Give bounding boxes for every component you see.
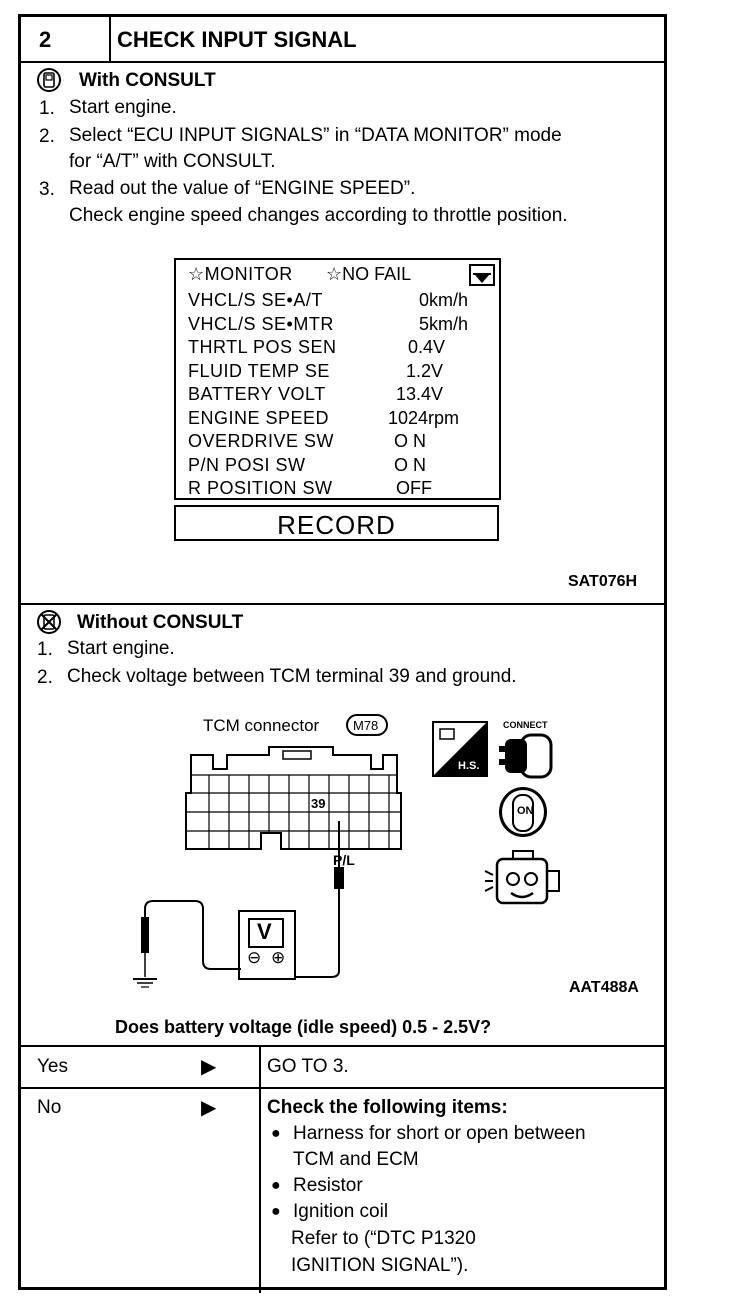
monitor-row-label: THRTL POS SEN [188, 337, 337, 357]
header-divider [109, 17, 111, 61]
monitor-row-value: 1024rpm [388, 408, 460, 428]
monitor-header-left: ☆MONITOR [188, 264, 293, 284]
bullet-icon: ● [271, 1177, 281, 1194]
step-text: Start engine. [69, 97, 177, 118]
with-consult-heading: With CONSULT [79, 70, 216, 91]
connector-code: M78 [353, 718, 379, 733]
step-number-2: 2. [39, 126, 55, 147]
wire-color-label: P/L [333, 852, 355, 868]
step-text: Read out the value of “ENGINE SPEED”. [69, 178, 416, 199]
meter-plus-terminal: ⊕ [271, 948, 286, 967]
action-heading: Check the following items: [267, 1097, 508, 1118]
check-item: Harness for short or open between [293, 1123, 586, 1144]
monitor-row-value: O N [394, 455, 427, 475]
header-separator [21, 61, 664, 63]
check-item: TCM and ECM [293, 1149, 419, 1170]
meter-minus-terminal: ⊖ [247, 948, 262, 967]
monitor-row-value: 5km/h [419, 314, 469, 334]
monitor-row-value: OFF [396, 478, 432, 498]
question-separator [21, 1045, 664, 1047]
step-number-2: 2. [37, 667, 53, 688]
hs-label: H.S. [458, 760, 480, 772]
step-text: for “A/T” with CONSULT. [69, 151, 276, 172]
monitor-row-value: 1.2V [406, 361, 444, 381]
monitor-row-label: BATTERY VOLT [188, 384, 326, 404]
step-text: Check engine speed changes according to … [69, 205, 568, 226]
section-separator [21, 603, 664, 605]
consult-icon [37, 68, 61, 92]
record-button[interactable]: RECORD [174, 505, 499, 541]
voltmeter-symbol: V [257, 919, 272, 944]
monitor-row-label: FLUID TEMP SE [188, 361, 330, 381]
check-item: Ignition coil [293, 1201, 389, 1222]
figure-code: SAT076H [568, 573, 638, 590]
data-monitor-screen: ☆MONITOR ☆NO FAIL VHCL/S SE•A/T 0km/h VH… [174, 258, 501, 500]
answer-no: No [37, 1097, 62, 1118]
step-text: Select “ECU INPUT SIGNALS” in “DATA MONI… [69, 125, 562, 146]
action-goto: GO TO 3. [267, 1056, 349, 1077]
terminal-number: 39 [311, 796, 326, 811]
ignition-on-icon: ON [499, 787, 547, 837]
connect-icon [499, 733, 553, 779]
step-number-1: 1. [37, 639, 53, 660]
bullet-icon: ● [271, 1203, 281, 1220]
connect-label: CONNECT [503, 720, 548, 730]
monitor-row-label: VHCL/S SE•MTR [188, 314, 334, 334]
connector-code-badge: M78 [346, 714, 388, 736]
monitor-row-label: R POSITION SW [188, 478, 333, 498]
page-title: CHECK INPUT SIGNAL [117, 27, 357, 52]
step-number-1: 1. [39, 98, 55, 119]
check-item: Refer to (“DTC P1320 [291, 1228, 476, 1249]
step-text: Start engine. [67, 638, 175, 659]
result-divider [259, 1045, 261, 1293]
answer-yes: Yes [37, 1056, 68, 1077]
on-label: ON [517, 805, 534, 817]
hs-icon: H.S. [432, 721, 488, 777]
figure-code: AAT488A [569, 979, 639, 996]
monitor-row-value: 0.4V [408, 337, 446, 357]
arrow-right-icon: ▶ [201, 1056, 217, 1078]
connector-label: TCM connector [203, 716, 320, 735]
arrow-right-icon: ▶ [201, 1097, 217, 1119]
step-number: 2 [39, 27, 52, 52]
monitor-row-label: OVERDRIVE SW [188, 431, 335, 451]
result-separator [21, 1087, 664, 1089]
check-item: Resistor [293, 1175, 363, 1196]
step-text: Check voltage between TCM terminal 39 an… [67, 666, 517, 687]
judgement-question: Does battery voltage (idle speed) 0.5 - … [115, 1017, 492, 1037]
monitor-header-right: ☆NO FAIL [326, 264, 412, 284]
engine-running-icon [484, 850, 560, 905]
bullet-icon: ● [271, 1125, 281, 1142]
monitor-row-label: ENGINE SPEED [188, 408, 330, 428]
monitor-row-label: P/N POSI SW [188, 455, 306, 475]
monitor-row-value: 0km/h [419, 290, 469, 310]
key-slot [512, 794, 534, 832]
check-item: IGNITION SIGNAL”). [291, 1255, 469, 1276]
procedure-frame: 2 CHECK INPUT SIGNAL With CONSULT 1. Sta… [18, 14, 667, 1293]
monitor-row-value: 13.4V [396, 384, 444, 404]
tcm-connector-diagram [133, 746, 402, 988]
no-consult-icon [37, 610, 61, 634]
scroll-down-icon[interactable] [469, 264, 495, 286]
without-consult-heading: Without CONSULT [77, 612, 244, 633]
monitor-row-label: VHCL/S SE•A/T [188, 290, 323, 310]
step-number-3: 3. [39, 179, 55, 200]
record-label: RECORD [277, 510, 396, 540]
monitor-row-value: O N [394, 431, 427, 451]
